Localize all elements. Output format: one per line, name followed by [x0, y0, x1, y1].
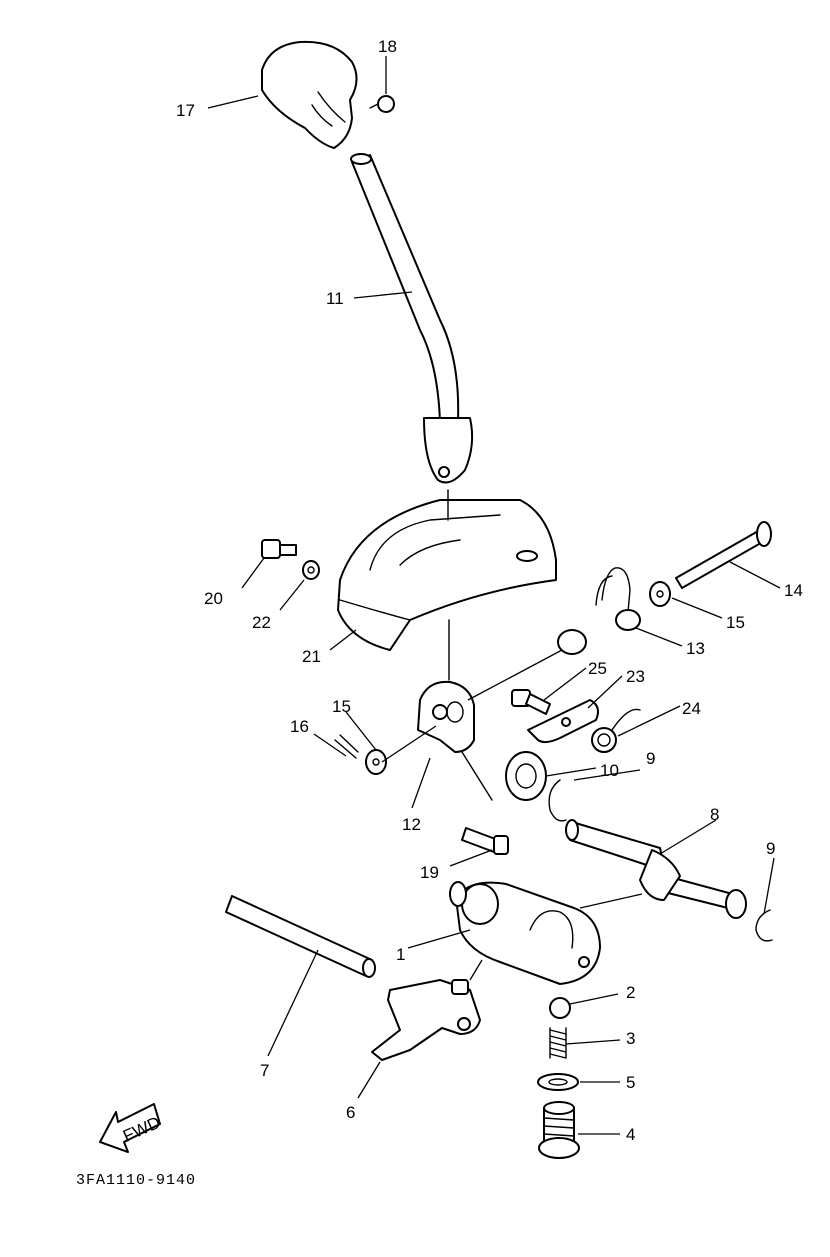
part-oil-seal	[505, 751, 547, 801]
part-cotter-pin	[334, 734, 359, 759]
part-torsion-spring	[557, 567, 641, 655]
part-washer-15-upper	[649, 581, 671, 607]
part-shift-gate	[337, 489, 557, 651]
label-18: 18	[378, 37, 397, 56]
label-7: 7	[260, 1061, 269, 1080]
label-23: 23	[626, 667, 645, 686]
label-14: 14	[784, 581, 803, 600]
part-stopper-lever	[527, 699, 599, 744]
label-5: 5	[626, 1073, 635, 1092]
label-9-upper: 9	[646, 749, 655, 768]
part-bolt-25	[511, 689, 551, 715]
label-2: 2	[626, 983, 635, 1002]
label-19: 19	[420, 863, 439, 882]
label-11: 11	[326, 289, 344, 308]
label-4: 4	[626, 1125, 635, 1144]
part-gasket-5	[537, 1073, 579, 1091]
part-knob-pin	[369, 95, 395, 113]
part-shift-lever	[350, 153, 474, 484]
part-bolt-19	[461, 827, 509, 855]
part-ball	[549, 997, 571, 1019]
part-shift-arm	[417, 619, 493, 801]
label-20: 20	[204, 589, 223, 608]
part-washer-22	[302, 560, 320, 580]
label-25: 25	[588, 659, 607, 678]
label-24: 24	[682, 699, 701, 718]
label-3: 3	[626, 1029, 635, 1048]
part-shift-fork	[371, 979, 481, 1061]
part-bolt-20	[261, 539, 297, 559]
part-number-labels: 17 18 11 20 22 21 14 15 13 25 23 24 15 1…	[176, 37, 803, 1144]
label-9-lower: 9	[766, 839, 775, 858]
part-circlip-upper	[548, 779, 567, 822]
drawing-code: 3FA1110-9140	[76, 1172, 196, 1189]
label-13: 13	[686, 639, 705, 658]
part-stopper-spring	[591, 708, 641, 753]
part-circlip-lower	[755, 909, 773, 942]
label-6: 6	[346, 1103, 355, 1122]
label-16: 16	[290, 717, 309, 736]
forward-arrow: FWD	[99, 1103, 163, 1153]
part-shift-knob	[261, 40, 358, 149]
label-8: 8	[710, 805, 719, 824]
label-21: 21	[302, 647, 321, 666]
part-guide-bar	[225, 895, 376, 978]
part-detent-spring	[549, 1027, 567, 1059]
leader-lines	[207, 56, 781, 1135]
label-15-upper: 15	[726, 613, 745, 632]
label-17: 17	[176, 101, 195, 120]
label-1: 1	[396, 945, 405, 964]
label-10: 10	[600, 761, 619, 780]
part-pivot-pin	[675, 521, 772, 589]
label-12: 12	[402, 815, 421, 834]
part-shift-shaft	[565, 819, 747, 919]
label-15-lower: 15	[332, 697, 351, 716]
part-shift-cam	[449, 881, 601, 985]
part-plug	[538, 1101, 580, 1159]
label-22: 22	[252, 613, 271, 632]
